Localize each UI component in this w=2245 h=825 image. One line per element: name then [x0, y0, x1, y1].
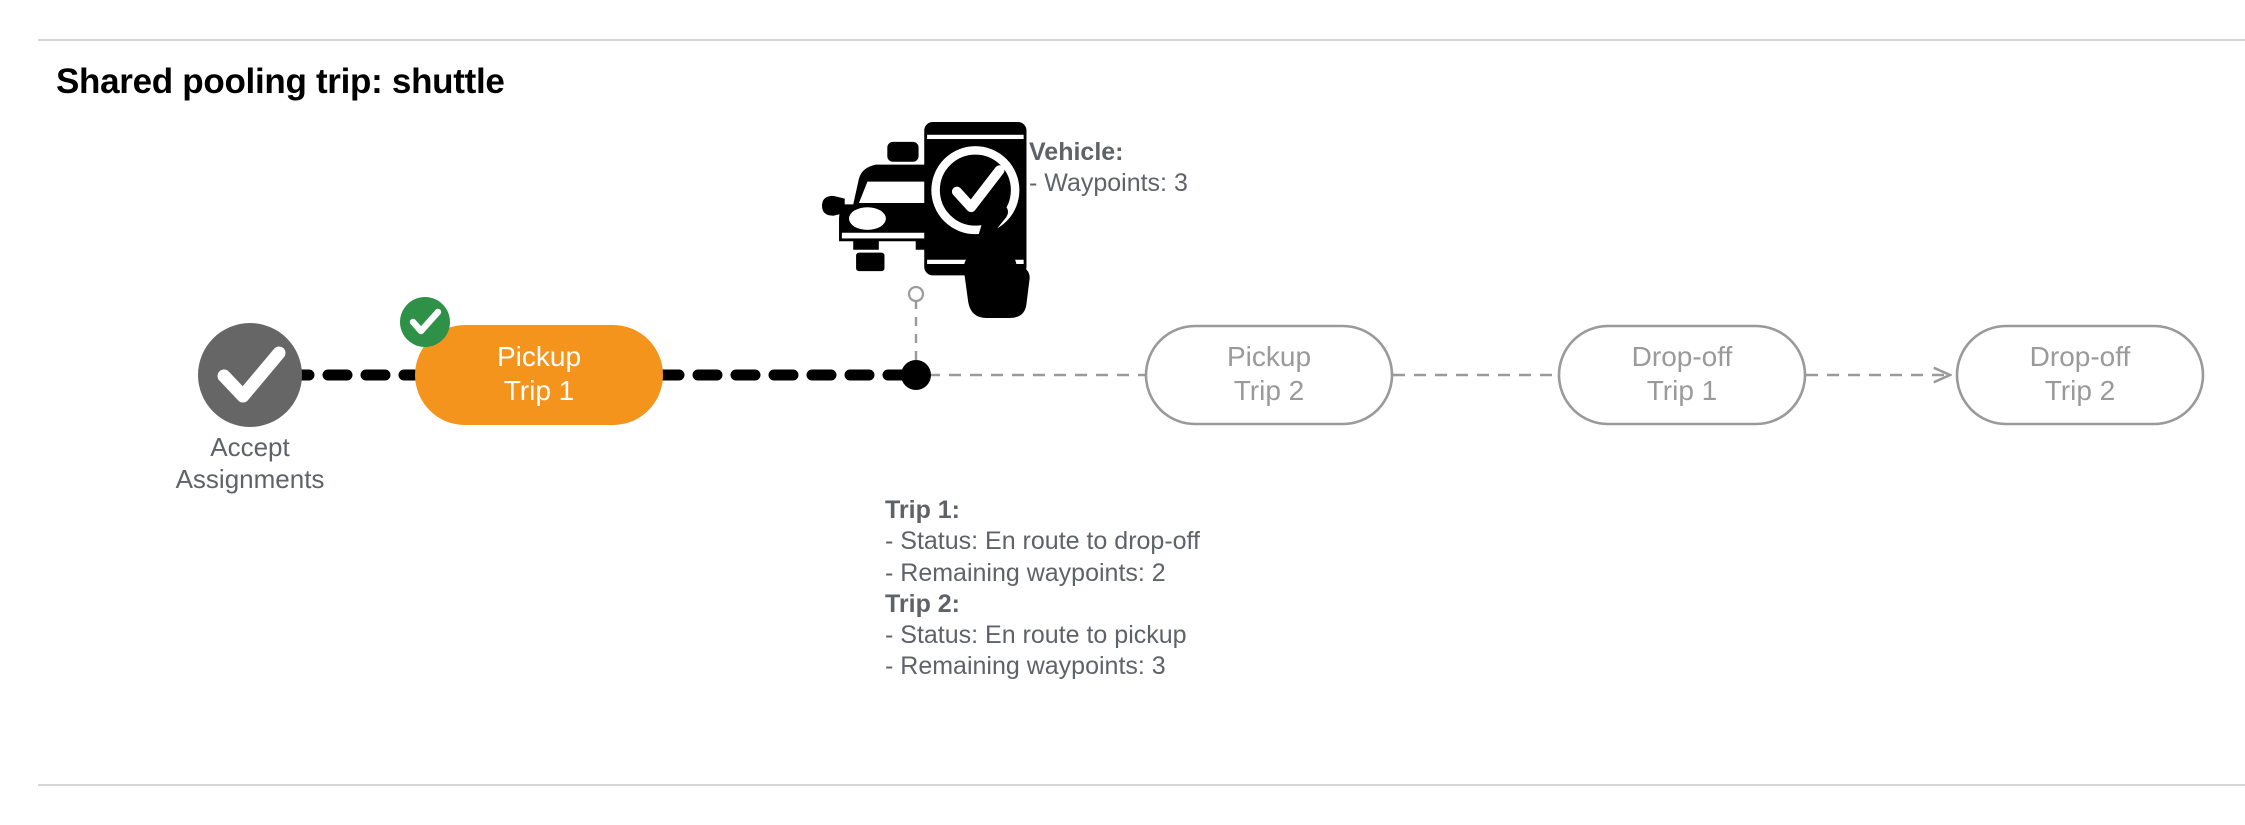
vehicle-position-dot	[901, 360, 931, 390]
page-title: Shared pooling trip: shuttle	[56, 62, 505, 101]
bottom-divider	[38, 784, 2245, 786]
trip-annotations: Trip 1: - Status: En route to drop-off -…	[885, 496, 1200, 681]
trip-1-remaining-waypoints: - Remaining waypoints: 2	[885, 558, 1166, 587]
pill-shape-pending	[1144, 324, 1394, 426]
flow-node-pickup-trip-2[interactable]	[1144, 324, 1394, 426]
completed-check-badge	[400, 297, 450, 347]
trip-2-remaining-waypoints: - Remaining waypoints: 3	[885, 652, 1166, 681]
flow-node-dropoff-trip-1[interactable]	[1557, 324, 1807, 426]
vehicle-position-marker[interactable]	[901, 285, 931, 390]
flow-node-accept-assignments[interactable]	[198, 323, 302, 427]
vehicle-anchor-ring-icon	[907, 285, 925, 303]
check-icon	[409, 308, 442, 335]
vehicle-annotation-heading: Vehicle:	[1029, 138, 1124, 166]
pill-shape-pending	[1955, 324, 2205, 426]
vehicle-annotation-waypoints: - Waypoints: 3	[1029, 169, 1188, 198]
car-phone-check-icon	[822, 122, 1030, 318]
pill-shape-pending	[1557, 324, 1807, 426]
trip-1-status: - Status: En route to drop-off	[885, 527, 1200, 556]
trip-2-status: - Status: En route to pickup	[885, 621, 1187, 649]
trip-2-heading: Trip 2:	[885, 589, 961, 618]
vehicle-annotation: Vehicle: - Waypoints: 3	[1029, 138, 1188, 198]
top-divider	[38, 39, 2245, 41]
pill-shape-active	[415, 325, 663, 425]
check-circle-icon	[198, 323, 302, 427]
check-icon	[217, 346, 286, 403]
flow-node-pickup-trip-1[interactable]	[415, 325, 663, 425]
trip-1-heading: Trip 1:	[885, 496, 961, 524]
flow-node-dropoff-trip-2[interactable]	[1955, 324, 2205, 426]
